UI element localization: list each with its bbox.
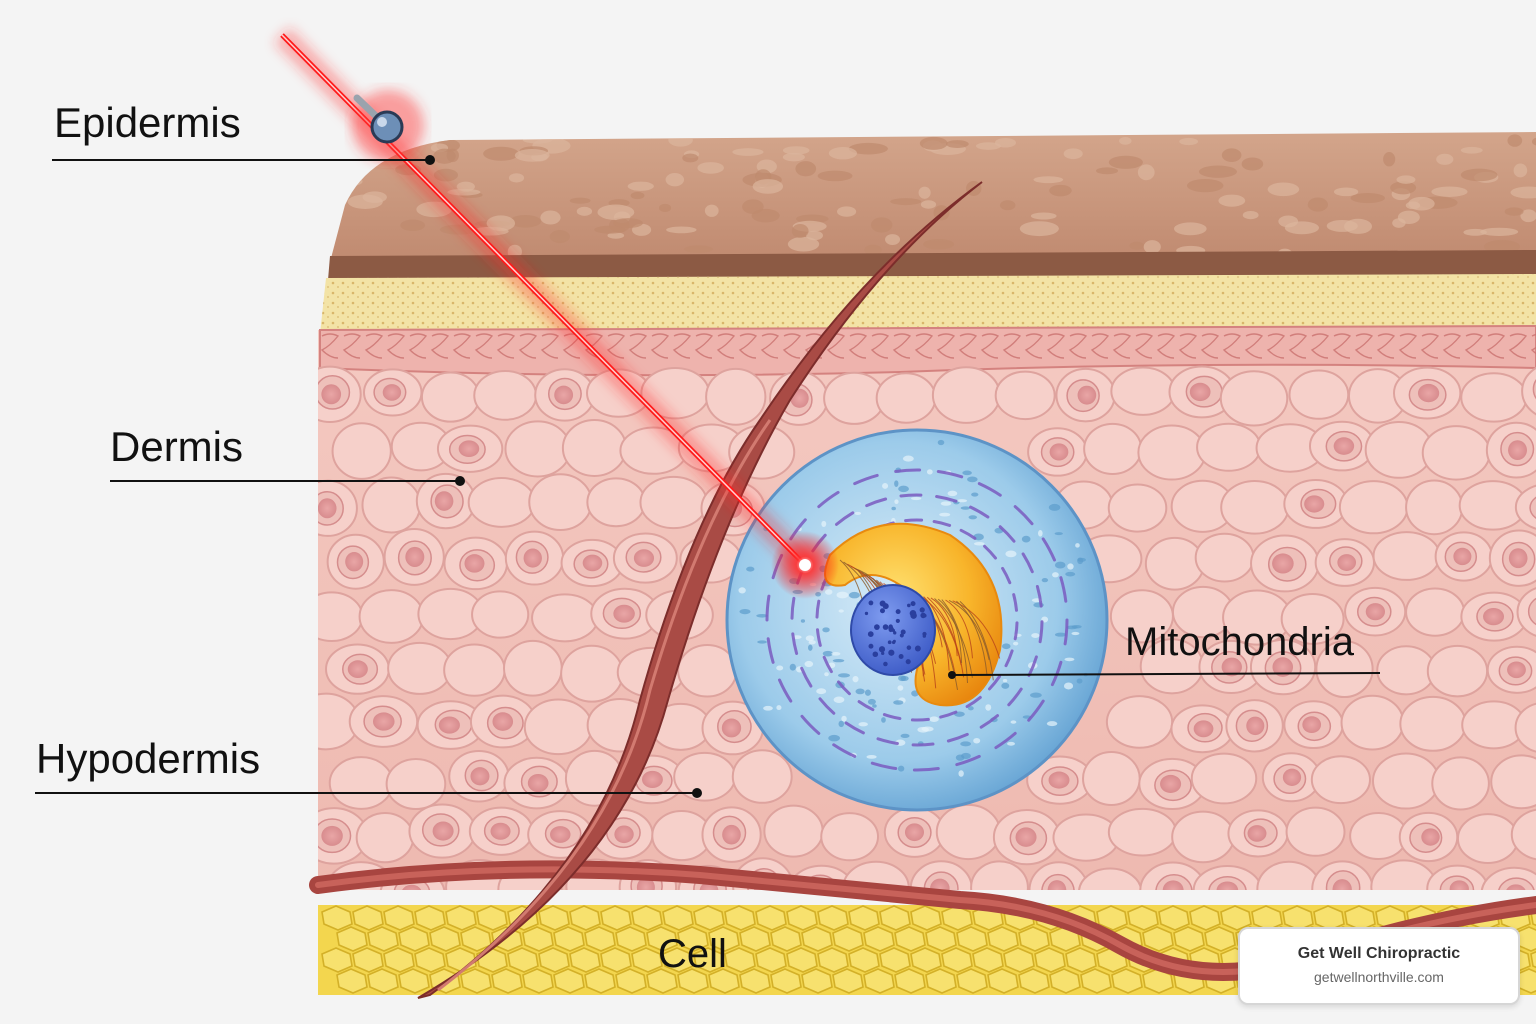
laser-emitter-stem [353, 94, 382, 122]
epidermis-texture [331, 133, 1536, 260]
mitochondria [824, 522, 1003, 707]
mitochondria-label: Mitochondria [1125, 620, 1355, 664]
epidermis-layer [330, 132, 1536, 262]
laser-emitter [370, 110, 404, 144]
mitochondria-leader [951, 672, 1381, 676]
brand-badge: Get Well Chiropractic getwellnorthville.… [1238, 927, 1520, 1005]
dermis-label: Dermis [110, 423, 243, 470]
stratum-band [328, 250, 1536, 280]
hypodermis-label: Hypodermis [36, 735, 261, 782]
brand-url: getwellnorthville.com [1314, 969, 1444, 985]
brand-name: Get Well Chiropractic [1297, 945, 1461, 962]
cell-label: Cell [658, 932, 727, 976]
hair-shaft [417, 181, 983, 999]
epidermis-label: Epidermis [54, 99, 241, 146]
dermis-cells [318, 365, 1536, 890]
